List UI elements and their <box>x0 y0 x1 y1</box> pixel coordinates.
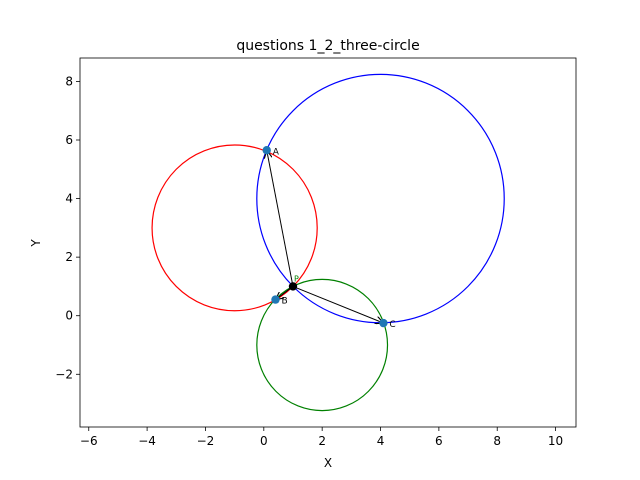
chart-title: questions 1_2_three-circle <box>236 38 419 54</box>
x-tick-label: 8 <box>493 434 501 448</box>
plot-area-frame <box>79 57 577 428</box>
x-tick-label: −4 <box>138 434 156 448</box>
x-tick-label: 10 <box>548 434 563 448</box>
y-tick-label: −2 <box>55 367 73 381</box>
points-layer: A B C P <box>262 146 396 330</box>
point-a <box>262 146 271 155</box>
x-tick-label: −6 <box>80 434 98 448</box>
y-tick-label: 2 <box>65 250 73 264</box>
x-tick-label: 4 <box>377 434 385 448</box>
y-tick-label: 6 <box>65 133 73 147</box>
red-circle <box>151 144 318 312</box>
point-label-c: C <box>389 320 395 330</box>
point-b <box>271 295 280 304</box>
y-axis: −2 0 2 4 6 8 <box>55 74 80 381</box>
x-tick-label: −2 <box>197 434 215 448</box>
y-tick-label: 4 <box>65 192 73 206</box>
y-tick-label: 8 <box>65 74 73 88</box>
x-tick-label: 2 <box>318 434 326 448</box>
point-label-a: A <box>273 147 280 157</box>
point-p <box>288 282 298 291</box>
x-axis: −6 −4 −2 0 2 4 6 8 10 <box>80 427 563 448</box>
y-axis-label: Y <box>29 239 43 248</box>
vector-p-to-c <box>292 285 383 323</box>
green-circle <box>256 278 389 412</box>
point-c <box>379 318 388 328</box>
x-tick-label: 6 <box>435 434 443 448</box>
vector-p-to-a <box>267 150 294 287</box>
circles-layer <box>151 73 505 412</box>
x-axis-label: X <box>324 456 332 470</box>
point-label-p: P <box>294 274 299 283</box>
x-tick-label: 0 <box>260 434 268 448</box>
y-tick-label: 0 <box>65 309 73 323</box>
point-label-b: B <box>281 297 287 307</box>
